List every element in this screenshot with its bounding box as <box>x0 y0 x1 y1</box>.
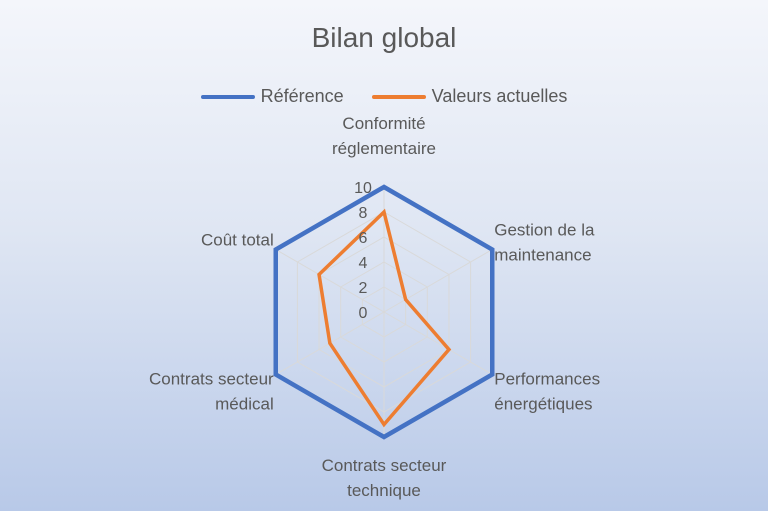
legend-item-current: Valeurs actuelles <box>371 86 568 107</box>
chart-title: Bilan global <box>311 22 457 53</box>
axis-label-3-1: technique <box>347 481 421 500</box>
tick-label-2: 2 <box>359 280 368 297</box>
axis-label-2-1: énergétiques <box>494 395 592 414</box>
legend-swatch-reference <box>200 94 255 99</box>
tick-label-10: 10 <box>354 180 372 197</box>
axis-label-0-1: réglementaire <box>332 139 436 158</box>
legend-swatch-current <box>371 94 426 99</box>
axis-label-1-1: maintenance <box>494 246 591 265</box>
axis-label-5-0: Coût total <box>201 231 274 250</box>
tick-label-6: 6 <box>359 230 368 247</box>
axis-label-4-0: Contrats secteur <box>149 370 274 389</box>
series-line-0 <box>273 184 495 440</box>
grid-spoke-2 <box>383 311 493 375</box>
axis-label-4-1: médical <box>215 395 274 414</box>
legend: Référence Valeurs actuelles <box>0 86 768 107</box>
tick-label-4: 4 <box>359 255 368 272</box>
legend-label-current: Valeurs actuelles <box>431 86 568 106</box>
grid-spoke-1 <box>383 249 493 313</box>
series-line-1 <box>317 208 452 428</box>
legend-item-reference: Référence <box>200 86 344 107</box>
tick-label-8: 8 <box>359 205 368 222</box>
legend-label-reference: Référence <box>260 86 344 106</box>
axis-label-0-0: Conformité <box>342 114 425 133</box>
axis-label-3-0: Contrats secteur <box>322 456 447 475</box>
tick-label-0: 0 <box>359 305 368 322</box>
axis-label-1-0: Gestion de la <box>494 221 595 240</box>
axis-label-2-0: Performances <box>494 370 600 389</box>
grid-spoke-5 <box>275 249 385 313</box>
